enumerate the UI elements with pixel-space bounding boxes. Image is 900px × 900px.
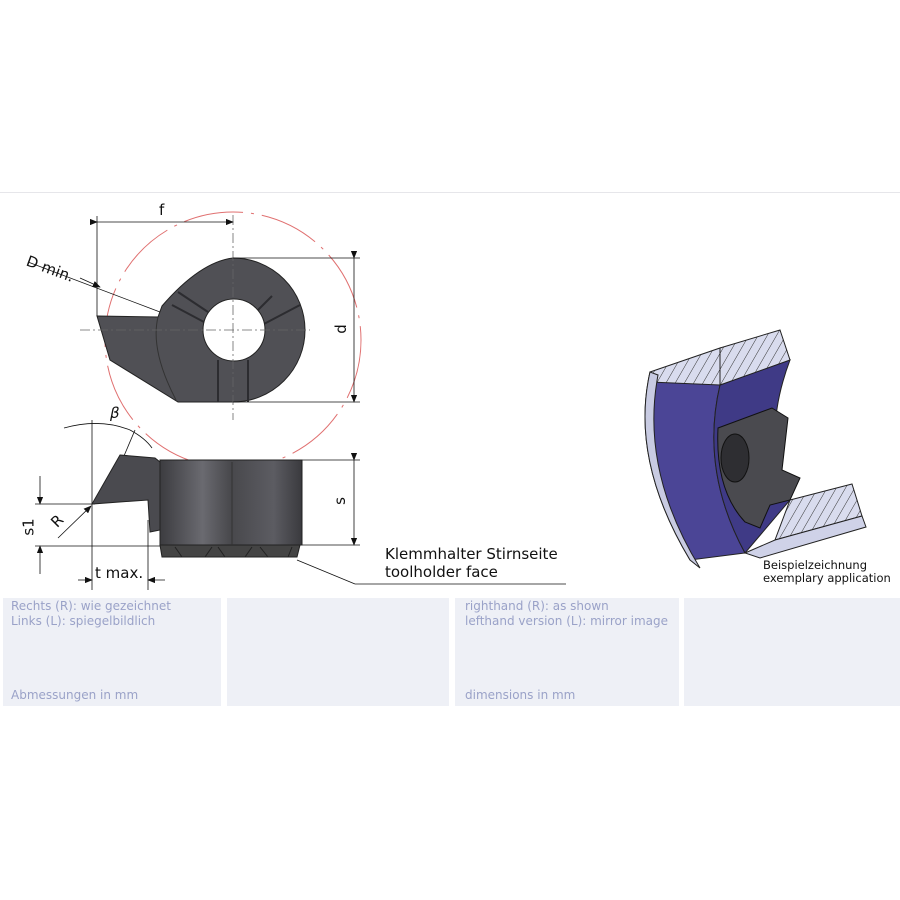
label-toolholder-face-en: toolholder face (385, 563, 498, 581)
label-s: s (330, 497, 349, 505)
notes-panel-en: righthand (R): as shown lefthand version… (455, 598, 679, 706)
label-toolholder-face-de: Klemmhalter Stirnseite (385, 545, 558, 563)
example-caption-de: Beispielzeichnung (763, 558, 867, 572)
label-t-max: t max. (95, 564, 144, 582)
note-en-units: dimensions in mm (465, 688, 576, 702)
label-beta: β (110, 404, 120, 422)
empty-panel-2 (684, 598, 900, 706)
empty-panel-1 (227, 598, 449, 706)
top-view-insert (80, 211, 362, 469)
example-caption-en: exemplary application (763, 571, 891, 585)
label-d: d (331, 324, 350, 334)
note-en-line1: righthand (R): as shown (465, 599, 609, 613)
notes-panel-de: Rechts (R): wie gezeichnet Links (L): sp… (3, 598, 221, 706)
note-de-units: Abmessungen in mm (11, 688, 139, 702)
example-application-illustration (644, 329, 867, 569)
side-view-insert (91, 454, 303, 558)
label-s1: s1 (19, 518, 38, 536)
note-de-line1: Rechts (R): wie gezeichnet (11, 599, 171, 613)
label-f: f (159, 201, 165, 219)
note-de-line2: Links (L): spiegelbildlich (11, 614, 156, 628)
top-divider (0, 192, 900, 193)
note-en-line2: lefthand version (L): mirror image (465, 614, 668, 628)
